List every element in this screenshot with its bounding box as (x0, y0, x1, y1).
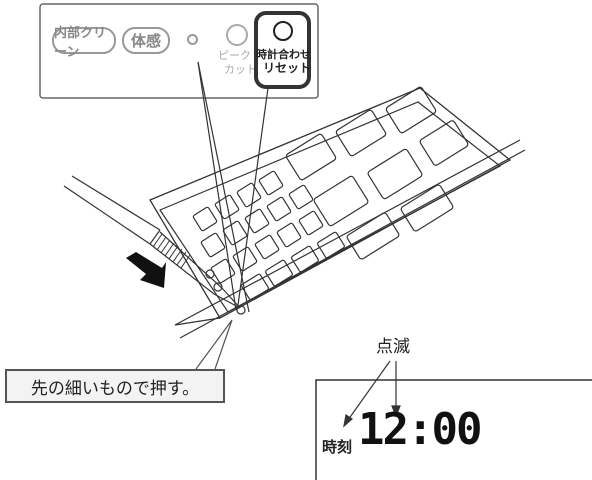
callout-text: 先の細いもので押す。 (30, 378, 200, 399)
push-arrow-icon (126, 252, 166, 288)
clock-reset-highlight: 時計合わせ リセット (254, 11, 311, 89)
internal-clean-label: 内部クリーン (54, 25, 107, 60)
clock-reset-button[interactable] (273, 21, 293, 41)
taikan-button[interactable]: 体感 (122, 27, 170, 54)
time-label: 時刻 (322, 438, 353, 456)
indicator-dot (187, 34, 198, 45)
time-value: 12:00 (358, 404, 482, 455)
peak-cut-button[interactable] (226, 24, 248, 46)
clock-reset-label-2: リセット (263, 61, 312, 75)
blink-label: 点滅 (376, 337, 410, 357)
taikan-label: 体感 (130, 32, 161, 50)
peak-cut-label-1: ピーク (218, 49, 251, 62)
callout-box: 先の細いもので押す。 (5, 369, 225, 403)
peak-cut-label-2: カット (224, 63, 257, 76)
internal-clean-button[interactable]: 内部クリーン (52, 26, 116, 60)
clock-reset-label-1: 時計合わせ (256, 48, 311, 61)
